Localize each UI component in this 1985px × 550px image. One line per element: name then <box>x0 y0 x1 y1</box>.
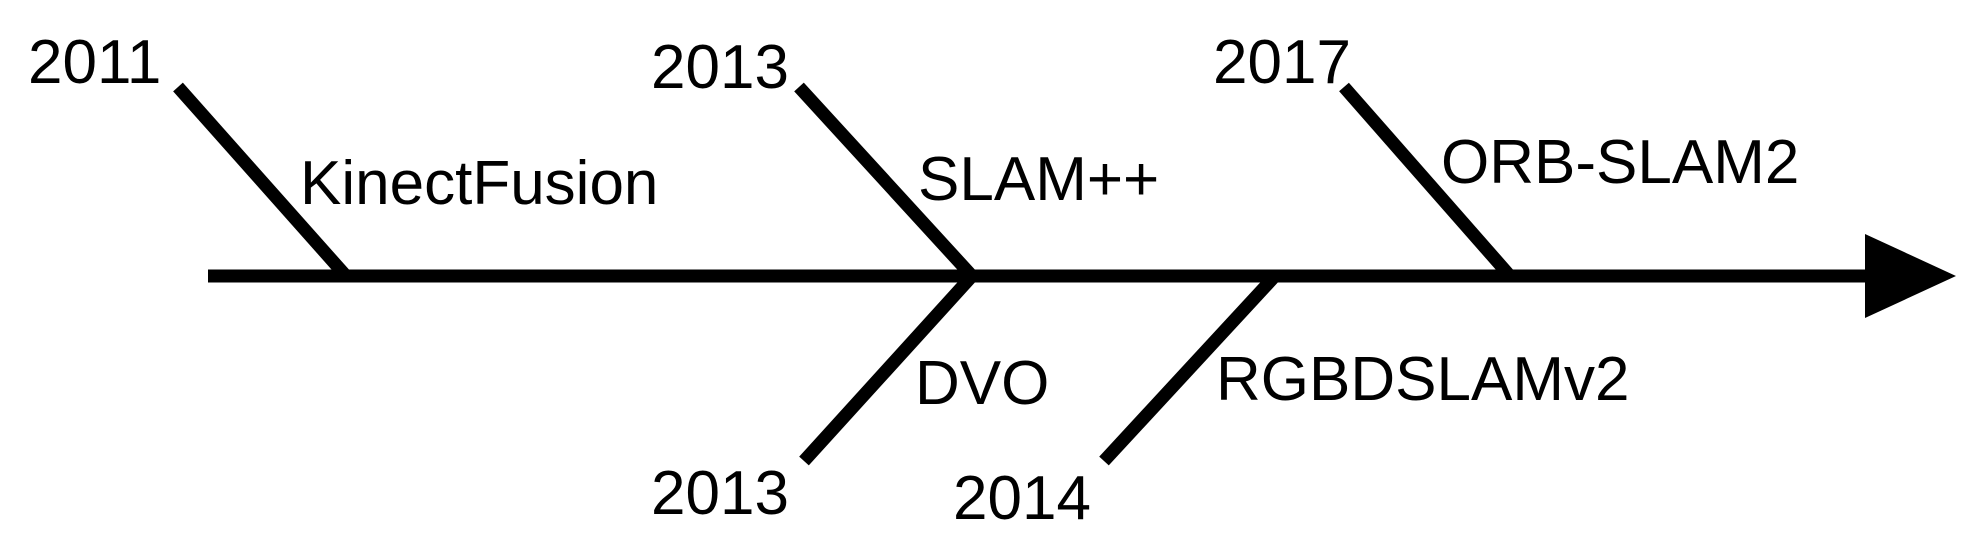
year-label-2013-above: 2013 <box>651 33 789 102</box>
branch-line-orbslam2 <box>1339 82 1515 281</box>
branch-line-kinectfusion <box>173 82 351 281</box>
timeline-arrowhead <box>1865 234 1956 318</box>
year-label-2017: 2017 <box>1213 28 1351 97</box>
method-label-dvo: DVO <box>915 349 1049 418</box>
method-label-rgbdslamv2: RGBDSLAMv2 <box>1216 345 1629 414</box>
method-label-kinectfusion: KinectFusion <box>300 149 658 218</box>
method-label-orbslam2: ORB-SLAM2 <box>1441 128 1799 197</box>
method-label-slampp: SLAM++ <box>918 145 1159 214</box>
branch-line-slampp <box>794 82 977 281</box>
year-label-2013-below: 2013 <box>651 459 789 528</box>
branch-line-dvo <box>799 271 977 466</box>
branch-line-rgbdslamv2 <box>1099 271 1280 466</box>
year-label-2011: 2011 <box>28 28 161 97</box>
year-label-2014: 2014 <box>953 464 1091 533</box>
